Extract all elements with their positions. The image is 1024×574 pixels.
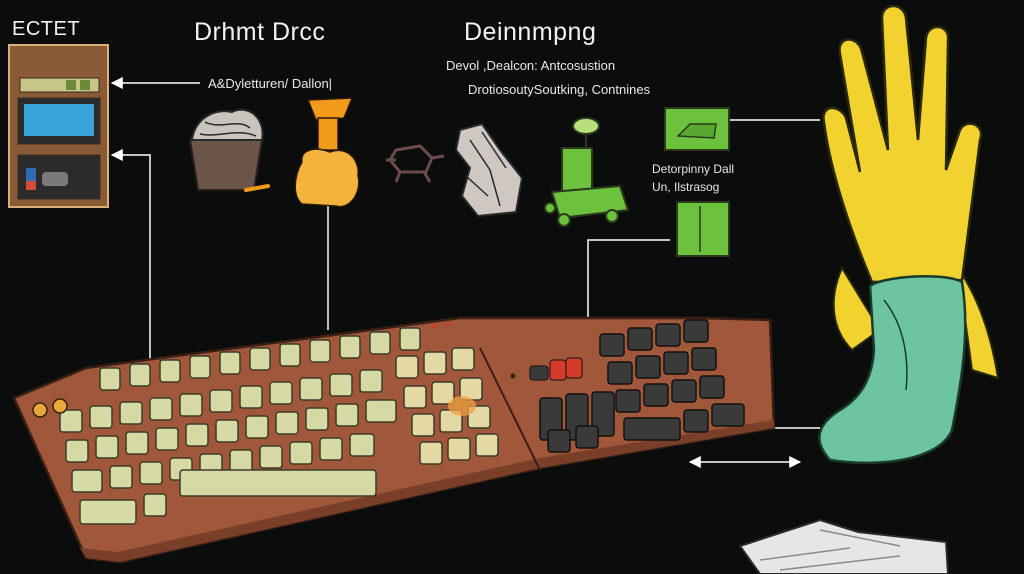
- papers-icon: [738, 518, 950, 574]
- green-cart-icon: [544, 117, 630, 227]
- note-line-1: Detorpinny Dall: [652, 162, 735, 176]
- dark-keys: [539, 319, 745, 453]
- hand-icon: [818, 4, 1000, 465]
- arrow-label: A&Dyletturen/ Dallon|: [208, 76, 333, 91]
- function-keys: [99, 327, 421, 391]
- keyboard-icon: [12, 316, 776, 564]
- mid-line-1: Devol ,Dealcon: Antcosustion: [446, 58, 616, 73]
- green-card-icon: [664, 107, 730, 257]
- trash-bin-icon: [188, 108, 270, 192]
- orange-spray-bottle-icon: [294, 97, 360, 208]
- top-left-label: ECTET: [12, 18, 81, 40]
- title-center: Drhmt Drcc: [194, 18, 326, 46]
- robot-icon: [386, 144, 445, 183]
- mid-line-2: DrotiosoutySoutking, Contnines: [468, 82, 651, 97]
- knob-buttons: [32, 398, 68, 418]
- crumpled-paper-icon: [454, 122, 524, 218]
- note-line-2: Un, Ilstrasog: [652, 180, 720, 194]
- device-panel-icon: [8, 44, 109, 208]
- nav-keys: [395, 347, 499, 465]
- main-keys: [59, 369, 397, 525]
- status-lights: [432, 322, 583, 381]
- title-right: Deinnmpng: [464, 18, 597, 46]
